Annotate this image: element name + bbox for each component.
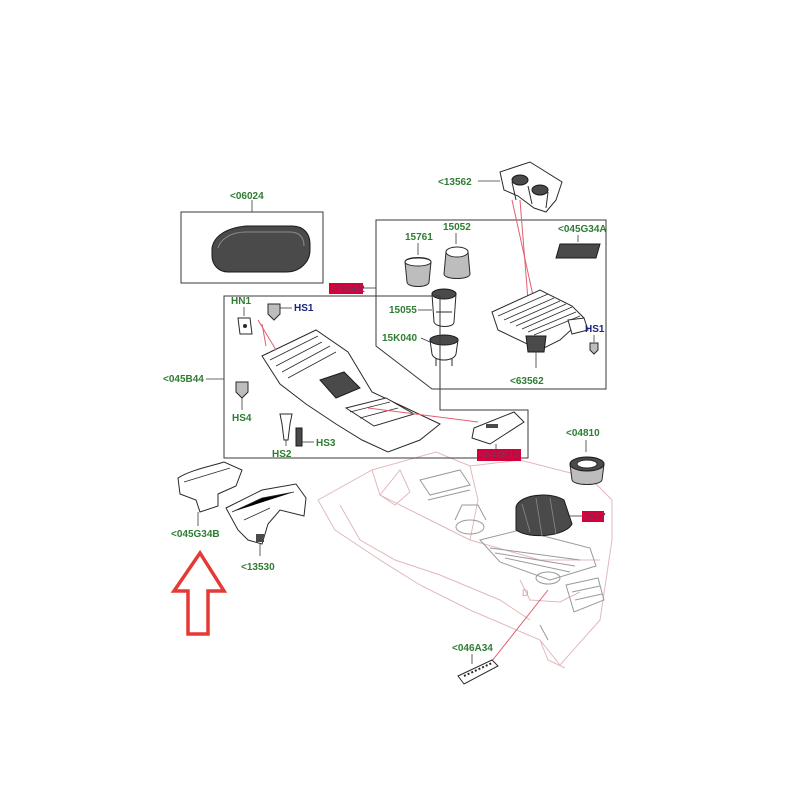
label-15761: 15761 [405,232,433,243]
socket-04810-group: <04810 [566,428,605,485]
svg-text:D: D [522,588,529,598]
label-hs1-right: HS1 [585,324,605,335]
label-hn1: HN1 [231,296,251,307]
screw-hs1-right [589,342,599,355]
label-13562: <13562 [438,177,472,188]
label-13562-ref: <13562 [331,284,365,295]
highlight-13562-ref [329,283,363,294]
screw-hs4 [235,381,249,399]
strip-046A34-part [457,659,499,685]
screw-hs1-left [267,303,281,321]
label-15K040: 15K040 [382,333,417,344]
highlight-044E19 [477,449,521,461]
label-045G34B: <045G34B [171,529,220,540]
label-63562: <63562 [510,376,544,387]
strip-046A34-group: <046A34 [452,589,549,685]
console-frame-group: <045B44 HN1 HS1 HS4 HS2 HS3 [163,295,529,460]
storage-assembly-box [375,219,607,390]
label-046A34: <046A34 [452,643,493,654]
panel-045G34B-group: <045G34B [171,461,243,540]
armrest-lid-group: <06024 [180,191,324,284]
bracket-13530-group: <13530 [225,483,307,573]
label-045B44: <045B44 [163,374,204,385]
label-hs2: HS2 [272,449,292,460]
label-045G34A: <045G34A [558,224,607,235]
label-hs1-left: HS1 [294,303,314,314]
label-15055: 15055 [389,305,417,316]
label-04810: <04810 [566,428,600,439]
shifter-boot-part [515,494,573,537]
label-277: <277 [583,512,606,523]
cupholder-top-group: <13562 [438,161,563,213]
panel-045G34B-part [177,461,243,513]
label-06024: <06024 [230,191,264,202]
storage-assembly-group: <13562 <045G34A 15761 15052 15055 15K040 [329,199,607,390]
bracket-13530-part [225,483,307,545]
label-044E19: <044E19 [479,450,520,461]
armrest-lid-part [211,225,311,273]
label-hs3: HS3 [316,438,336,449]
cupholder-top-part [499,161,563,213]
insert-045G34A-part [555,243,601,259]
label-13530: <13530 [241,562,275,573]
screw-hs3 [295,427,303,447]
screw-hs2 [279,413,293,441]
knob-group: <277 [515,494,606,537]
label-15052: 15052 [443,222,471,233]
highlight-277 [582,511,604,522]
trim-044E19-group: <044E19 [367,407,525,461]
console-outline: D [317,451,613,669]
label-hs4: HS4 [232,413,252,424]
console-frame-box [223,295,529,459]
up-arrow-icon [170,549,228,636]
